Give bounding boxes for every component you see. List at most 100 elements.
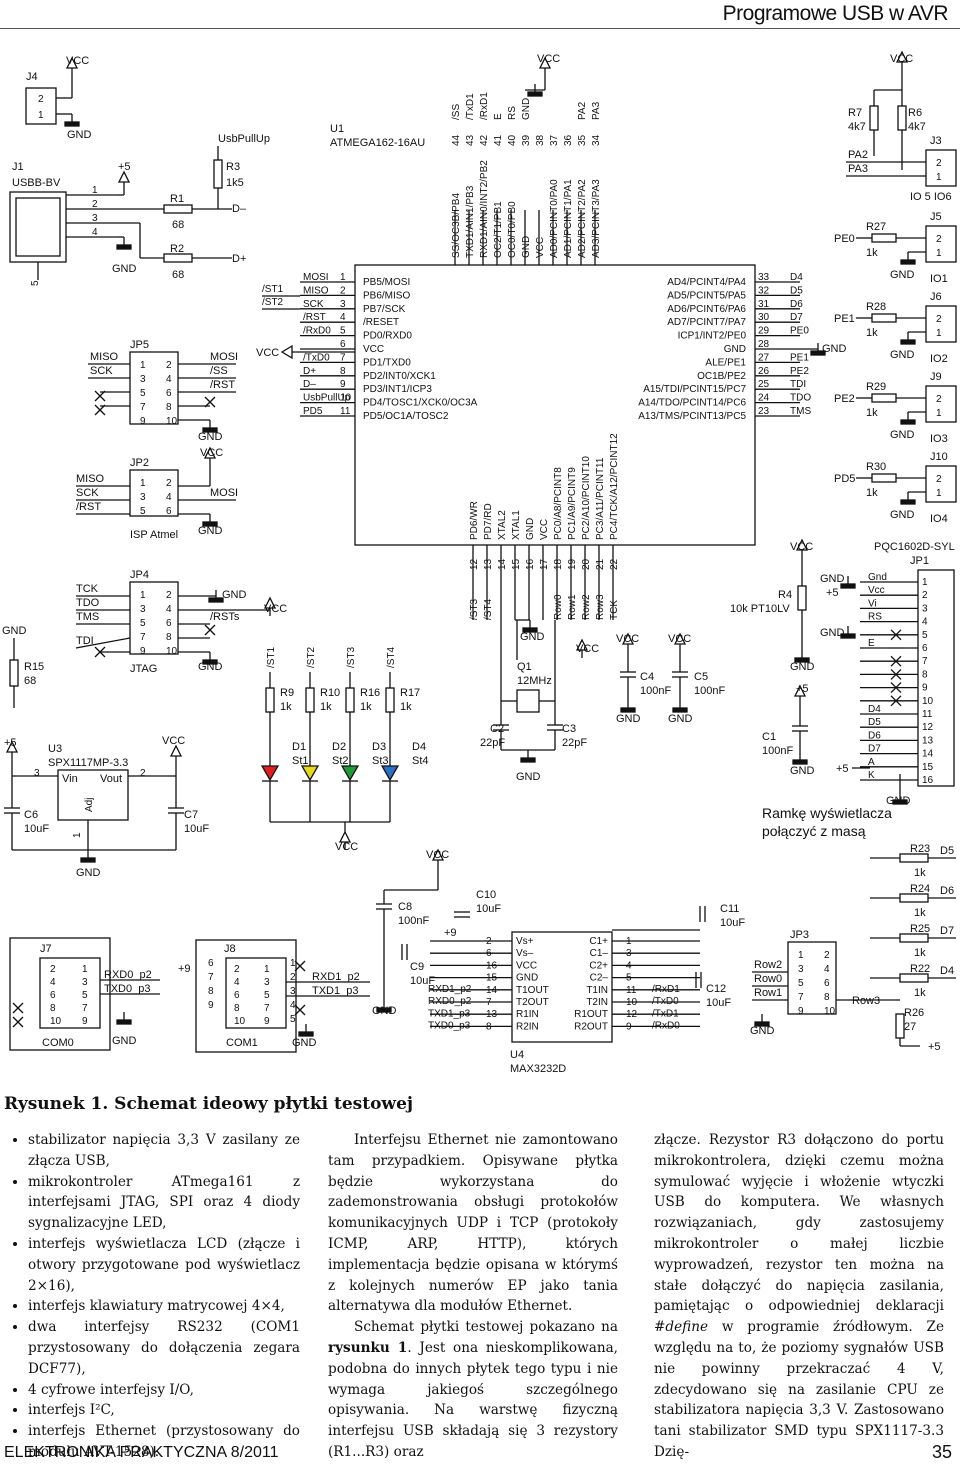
text-column-2: Interfejsu Ethernet nie zamontowano tam … [328,1130,618,1463]
lcd-pin-name: K [868,770,875,781]
pin-number: 9 [208,1000,214,1011]
pin-number: 1 [290,958,296,969]
pin-number: 1 [936,328,942,339]
mcu-pin-name: A13/TMS/PCINT13/PC5 [638,411,746,422]
nc-mark [890,668,902,680]
pin-number: 9 [798,1006,804,1017]
vcc-label: VCC [162,735,185,747]
regulator-pin: Vout [100,773,122,785]
mcu-pin-name: A14/TDO/PCINT14/PC6 [638,398,746,409]
pin-number: 8 [166,632,172,643]
pin-number: 3 [82,977,88,988]
capacitor-label: C2 [490,723,504,735]
pin-number: 7 [208,972,214,983]
pin-number: 6 [922,643,928,654]
mcu-pin-name: PD3/INT1/ICP3 [363,384,432,395]
pin-number: 3 [34,768,40,779]
resistor-R30 [871,473,897,483]
net-label: D– [232,203,247,215]
gnd-label: GND [372,1005,397,1017]
pin-number: 2 [936,394,942,405]
resistor-value: 1k [866,247,878,259]
text-column-3: złącze. Rezystor R3 dołączono do portu m… [654,1130,944,1463]
ground-symbol [900,259,916,265]
led-D3 [340,765,360,782]
net-label: MOSI [303,272,329,283]
pin-number: 17 [539,558,550,570]
mcu-pin-name: VCC [539,519,550,540]
net-label: RXD0_p2 [104,969,152,981]
capacitor-value: 100nF [640,685,671,697]
net-label: /ST2 [306,646,317,668]
net-label: PA3 [591,101,602,120]
nc-mark [890,695,902,707]
pin-number: 2 [166,590,172,601]
lcd-note: połączyć z masą [762,823,866,839]
net-label: /RST [210,379,235,391]
ground-symbol [520,757,536,763]
lcd-pin-name: Gnd [868,572,887,583]
resistor-R2 [163,253,193,263]
pin-number: 2 [486,936,492,947]
mcu-pin-name: OC0/T0/PB0 [507,201,518,258]
pin-number: 4 [166,374,172,385]
gnd-label: GND [890,509,915,521]
vcc-label: VCC [426,849,449,861]
net-label: D– [303,379,316,390]
mcu-pin-name: PD1/TXD0 [363,357,411,368]
mcu-pin-name: PC0/A8/PCINT8 [553,467,564,540]
led-net: St1 [292,755,309,767]
net-label: MISO [76,473,105,485]
header-JP1: JP1 [910,555,929,567]
mcu-pin-name: XTAL2 [497,510,508,540]
max-pin-name: VCC [516,960,537,971]
net-label: RXD0_p2 [428,996,472,1007]
pin-number: 8 [234,1003,240,1014]
pin-number: 3 [798,964,804,975]
header-JP2: JP2 [130,457,149,469]
net-label: /TxD0 [652,996,679,1007]
io-label: IO4 [930,513,948,525]
mcu-pin-name: PB6/MISO [363,290,410,301]
feature-item: dwa interfejsy RS232 (COM1 przystosowany… [28,1317,300,1379]
regulator-pin: Adj [84,798,95,812]
resistor-label: R6 [908,107,922,119]
net-label: PA2 [848,149,868,161]
max-pin-name: T2OUT [516,997,549,1008]
feature-list: stabilizator napięcia 3,3 V zasilany ze … [10,1130,300,1463]
pin-number: 16 [486,960,498,971]
mcu-pin-name: PD7/RD [483,503,494,540]
capacitor-value: 100nF [762,745,793,757]
pin-number: 19 [567,558,578,570]
gnd-label: GND [520,631,545,643]
nc-mark [294,960,306,972]
net-label: /RST [76,501,101,513]
mcu-pin-name: /RESET [363,317,399,328]
pin-number: 2 [166,478,172,489]
pin-number: 35 [577,134,588,146]
net-label: /RxD1 [479,92,490,120]
capacitor-label: C7 [184,809,198,821]
pin-number: 4 [234,977,240,988]
pin-number: 1 [936,408,942,419]
resistor-R25 [899,933,929,943]
pin-number: 37 [549,134,560,146]
net-label: TDI [790,379,806,390]
net-label: PE0 [834,233,855,245]
pin-number: 4 [340,312,346,323]
pin-number: 5 [290,1014,296,1025]
crystal-freq: 12MHz [517,675,552,687]
mcu-pin-name: PD0/RXD0 [363,331,412,342]
pin-number: 3 [290,986,296,997]
ground-symbol [298,1031,314,1037]
pin-number: 5 [140,506,146,517]
figure-reference: rysunku 1 [328,1339,408,1356]
nc-mark [204,396,216,408]
pin-number: 8 [922,669,928,680]
resistor-R1 [163,204,193,214]
code-define: #define [654,1319,709,1336]
pin-number: 10 [234,1016,246,1027]
pin-number: 2 [340,285,346,296]
pin-number: 43 [465,134,476,146]
pin-number: 9 [82,1016,88,1027]
